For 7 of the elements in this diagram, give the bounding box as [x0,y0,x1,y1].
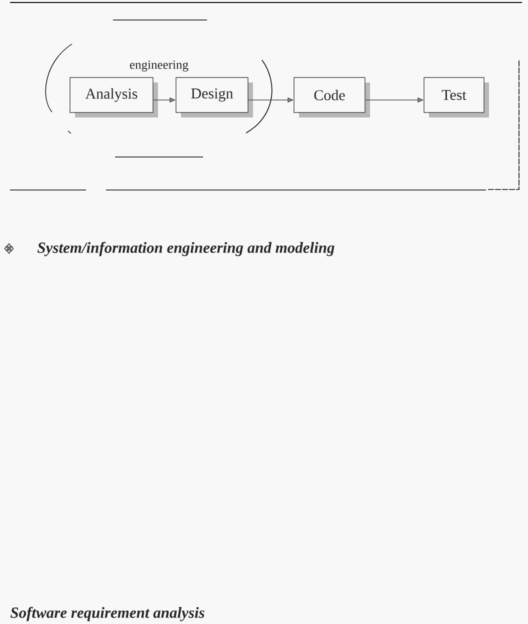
heading-text: System/information engineering and modeling [37,242,334,256]
process-box: Test [424,77,489,118]
process-box: Analysis [70,77,158,118]
process-box: Code [294,77,370,118]
label-text: engineering [130,60,188,72]
heading-text: Software requirement analysis [10,606,204,622]
process-box: Design [176,77,253,118]
